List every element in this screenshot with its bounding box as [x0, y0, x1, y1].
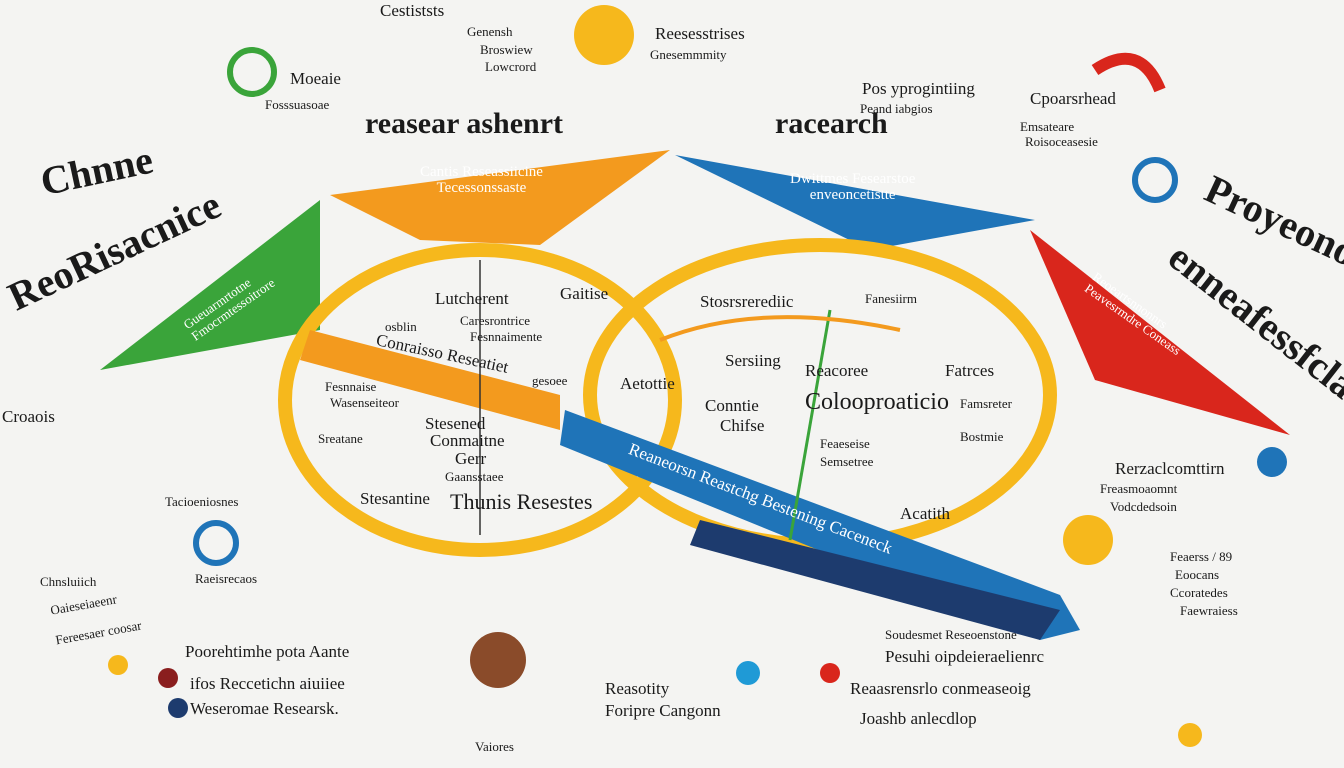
left-label: Poorehtimhe pota Aante — [185, 642, 350, 661]
left-label: Raeisrecaos — [195, 571, 258, 586]
top-label: Lowcrord — [485, 59, 537, 74]
green-line — [788, 309, 832, 541]
blue-ring-icon — [1132, 157, 1178, 203]
circle-label: Feaeseise — [820, 436, 870, 451]
banner-line: Dwittmes Fesearstoe — [790, 171, 916, 187]
circle-label: Fanesiirm — [865, 291, 917, 306]
circle-label: Aetottie — [620, 374, 675, 393]
circle-label: Sreatane — [318, 431, 363, 446]
circle-label: Bostmie — [960, 429, 1004, 444]
circle-label: Reacoree — [805, 361, 869, 380]
circle-label: Colooproaticio — [805, 389, 949, 415]
bottom-right-label: Soudesmet Reseoenstone — [885, 627, 1017, 642]
circle-label: Fatrces — [945, 361, 995, 380]
circle-label: Gerr — [455, 449, 487, 468]
top-label: Moeaie — [290, 69, 341, 88]
bullet-dot — [168, 698, 188, 718]
top-label: Cestiststs — [380, 1, 445, 20]
bottom-label: Reasotity — [605, 679, 670, 698]
bottom-right-label: Reaasrensrlo conmeaseoig — [850, 679, 1031, 698]
circle-label: Chifse — [720, 416, 765, 435]
top-label: Fosssuasoae — [265, 97, 330, 112]
orange-banner — [330, 150, 670, 245]
top-label: Genensh — [467, 24, 513, 39]
red-hook-icon — [1091, 52, 1166, 93]
top-label: Emsateare — [1020, 119, 1075, 134]
bullet-dot — [1178, 723, 1202, 747]
circle-label: Wasenseiteor — [330, 395, 399, 410]
circle-label: osblin — [385, 319, 417, 334]
orange-arc — [659, 315, 901, 342]
top-label: Pos yprogintiing — [862, 79, 975, 98]
blue-dot-icon — [1257, 447, 1287, 477]
left-label: Weseromae Researsk. — [190, 699, 339, 718]
circle-label: Stesened — [425, 414, 486, 433]
lightbulb-icon — [574, 5, 634, 65]
bullet-dot — [158, 668, 178, 688]
left-label: ifos Reccetichn aiuiiee — [190, 674, 345, 693]
bottom-right-label: Pesuhi oipdeieraelienrc — [885, 647, 1045, 666]
right-label: Faewraiess — [1180, 603, 1238, 618]
bottom-right-label: Joashb anlecdlop — [860, 709, 977, 728]
circle-label: Semsetree — [820, 454, 874, 469]
circle-label: gesoee — [532, 373, 568, 388]
top-label: Roisoceasesie — [1025, 134, 1098, 149]
title-right: racearch — [775, 107, 888, 140]
circle-label: Gaitise — [560, 284, 609, 303]
circle-label: Stosrsrerediic — [700, 292, 794, 311]
circle-label: Famsreter — [960, 396, 1012, 411]
right-label: Freasmoaomnt — [1100, 481, 1178, 496]
right-label: Feaerss / 89 — [1170, 549, 1233, 564]
red-banner — [1030, 230, 1290, 435]
bottom-label: Foripre Cangonn — [605, 701, 721, 720]
banner-line: Tecessonssaste — [436, 179, 527, 196]
circle-label: Caresrontrice — [460, 313, 531, 328]
left-label: Croaois — [2, 407, 55, 426]
lightbulb-icon — [1063, 515, 1113, 565]
banner-line: Cantis Reseassiicine — [420, 164, 543, 180]
blue-ring-icon — [193, 520, 239, 566]
left-label: Chnsluiich — [40, 574, 97, 589]
circle-label: Fesnnaise — [325, 379, 377, 394]
right-label: Ccoratedes — [1170, 585, 1228, 600]
left-label: Tacioeniosnes — [165, 494, 239, 509]
circle-label: Gaansstaee — [445, 469, 504, 484]
bullet-dot — [820, 663, 840, 683]
circle-label: Conntie — [705, 396, 759, 415]
top-label: Broswiew — [480, 42, 533, 57]
top-label: Gnesemmmity — [650, 47, 727, 62]
top-label: Peand iabgios — [860, 101, 933, 116]
circle-label: Lutcherent — [435, 289, 509, 308]
navy-arrow-edge — [690, 520, 1060, 640]
green-banner — [100, 200, 320, 370]
banner-line: enveoncetistte — [809, 186, 896, 203]
blue-banner — [675, 155, 1035, 250]
top-label: Cpoarsrhead — [1030, 89, 1116, 108]
orange-strip — [300, 330, 560, 430]
right-label: Rerzaclcomttirn — [1115, 459, 1225, 478]
circle-label: Conmaitne — [430, 431, 505, 450]
bullet-dot — [108, 655, 128, 675]
circle-label: Stesantine — [360, 489, 430, 508]
bullet-dot — [736, 661, 760, 685]
circle-label: Sersiing — [725, 351, 781, 370]
circle-label: Acatith — [900, 504, 951, 523]
title-left: reasear ashenrt — [365, 107, 564, 140]
brown-ball-icon — [470, 632, 526, 688]
circle-label: Fesnnaimente — [470, 329, 543, 344]
green-ring-icon — [227, 47, 277, 97]
right-label: Eoocans — [1175, 567, 1220, 582]
circle-label: Thunis Resestes — [450, 489, 593, 514]
left-circle — [278, 243, 682, 557]
top-label: Reesesstrises — [655, 24, 745, 43]
right-label: Vodcdedsoin — [1110, 499, 1177, 514]
bottom-label: Vaiores — [475, 739, 514, 754]
